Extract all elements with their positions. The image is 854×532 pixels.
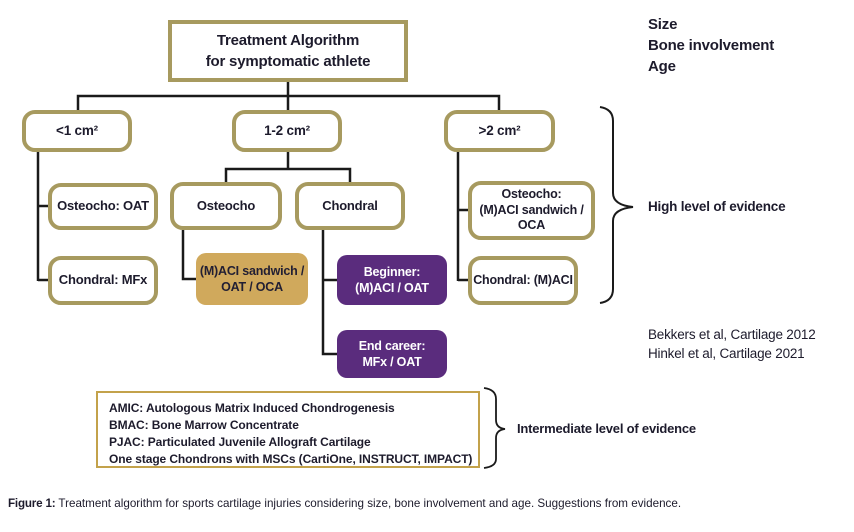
node-beginner-maci-oat: Beginner: (M)ACI / OAT: [337, 255, 447, 305]
high-evidence-brace: [599, 106, 634, 304]
node-size-over-2cm2: >2 cm²: [444, 110, 555, 152]
node-large-osteochondral-maci-sandwich-oca: Osteocho: (M)ACI sandwich / OCA: [468, 181, 595, 240]
node-label-line: OCA: [517, 218, 546, 233]
node-label: Chondral: MFx: [58, 272, 148, 288]
node-maci-sandwich-oat-oca: (M)ACI sandwich / OAT / OCA: [196, 253, 308, 305]
legend-bmac: BMAC: Bone Marrow Concentrate: [109, 418, 299, 432]
node-label-line: MFx / OAT: [362, 355, 422, 369]
node-label-line: End career:: [358, 338, 426, 353]
legend-amic: AMIC: Autologous Matrix Induced Chondrog…: [109, 401, 395, 415]
node-label: 1-2 cm²: [264, 123, 310, 139]
node-label-line: (M)ACI sandwich /: [479, 202, 584, 217]
node-end-career-mfx-oat: End career: MFx / OAT: [337, 330, 447, 378]
title-box: Treatment Algorithm for symptomatic athl…: [168, 20, 408, 82]
node-size-under-1cm2: <1 cm²: [22, 110, 132, 152]
legend-one-stage-chondrons: One stage Chondrons with MSCs (CartiOne,…: [109, 452, 473, 466]
caption-prefix: Figure 1:: [8, 496, 56, 510]
node-label-line: (M)ACI / OAT: [355, 281, 429, 295]
figure-caption: Figure 1: Treatment algorithm for sports…: [8, 496, 850, 510]
intermediate-evidence-brace: [483, 387, 506, 469]
node-label-line: Beginner:: [363, 264, 421, 279]
node-label: Osteocho: [196, 197, 256, 213]
reference-bekkers: Bekkers et al, Cartilage 2012: [648, 327, 816, 342]
node-label: Chondral: [322, 197, 378, 213]
node-label-line: (M)ACI sandwich /: [199, 263, 305, 278]
legend-pjac: PJAC: Particulated Juvenile Allograft Ca…: [109, 435, 371, 449]
node-label-line: Osteocho:: [501, 187, 562, 202]
node-medium-chondral: Chondral: [295, 182, 405, 230]
node-size-1-2cm2: 1-2 cm²: [232, 110, 342, 152]
node-small-chondral-mfx: Chondral: MFx: [48, 256, 158, 305]
criteria-bone-involvement: Bone involvement: [648, 37, 774, 54]
node-label: <1 cm²: [56, 123, 98, 139]
reference-hinkel: Hinkel et al, Cartilage 2021: [648, 346, 805, 361]
node-medium-osteochondral: Osteocho: [170, 182, 282, 230]
intermediate-level-evidence-label: Intermediate level of evidence: [517, 421, 696, 436]
node-large-chondral-maci: Chondral: (M)ACI: [468, 256, 578, 305]
caption-text: Treatment algorithm for sports cartilage…: [55, 496, 682, 510]
node-label: Osteocho: OAT: [57, 198, 149, 214]
criteria-list: Size Bone involvement Age: [648, 14, 774, 77]
criteria-age: Age: [648, 58, 676, 75]
criteria-size: Size: [648, 16, 678, 33]
node-label: >2 cm²: [478, 123, 521, 139]
abbreviation-legend-box: AMIC: Autologous Matrix Induced Chondrog…: [96, 391, 480, 468]
title-line-2: for symptomatic athlete: [205, 53, 371, 70]
node-label: Chondral: (M)ACI: [473, 273, 573, 288]
reference-list: Bekkers et al, Cartilage 2012 Hinkel et …: [648, 325, 816, 363]
node-small-osteochondral-oat: Osteocho: OAT: [48, 183, 158, 230]
title-line-1: Treatment Algorithm: [216, 32, 360, 49]
high-level-evidence-label: High level of evidence: [648, 199, 786, 214]
node-label-line: OAT / OCA: [221, 280, 283, 294]
